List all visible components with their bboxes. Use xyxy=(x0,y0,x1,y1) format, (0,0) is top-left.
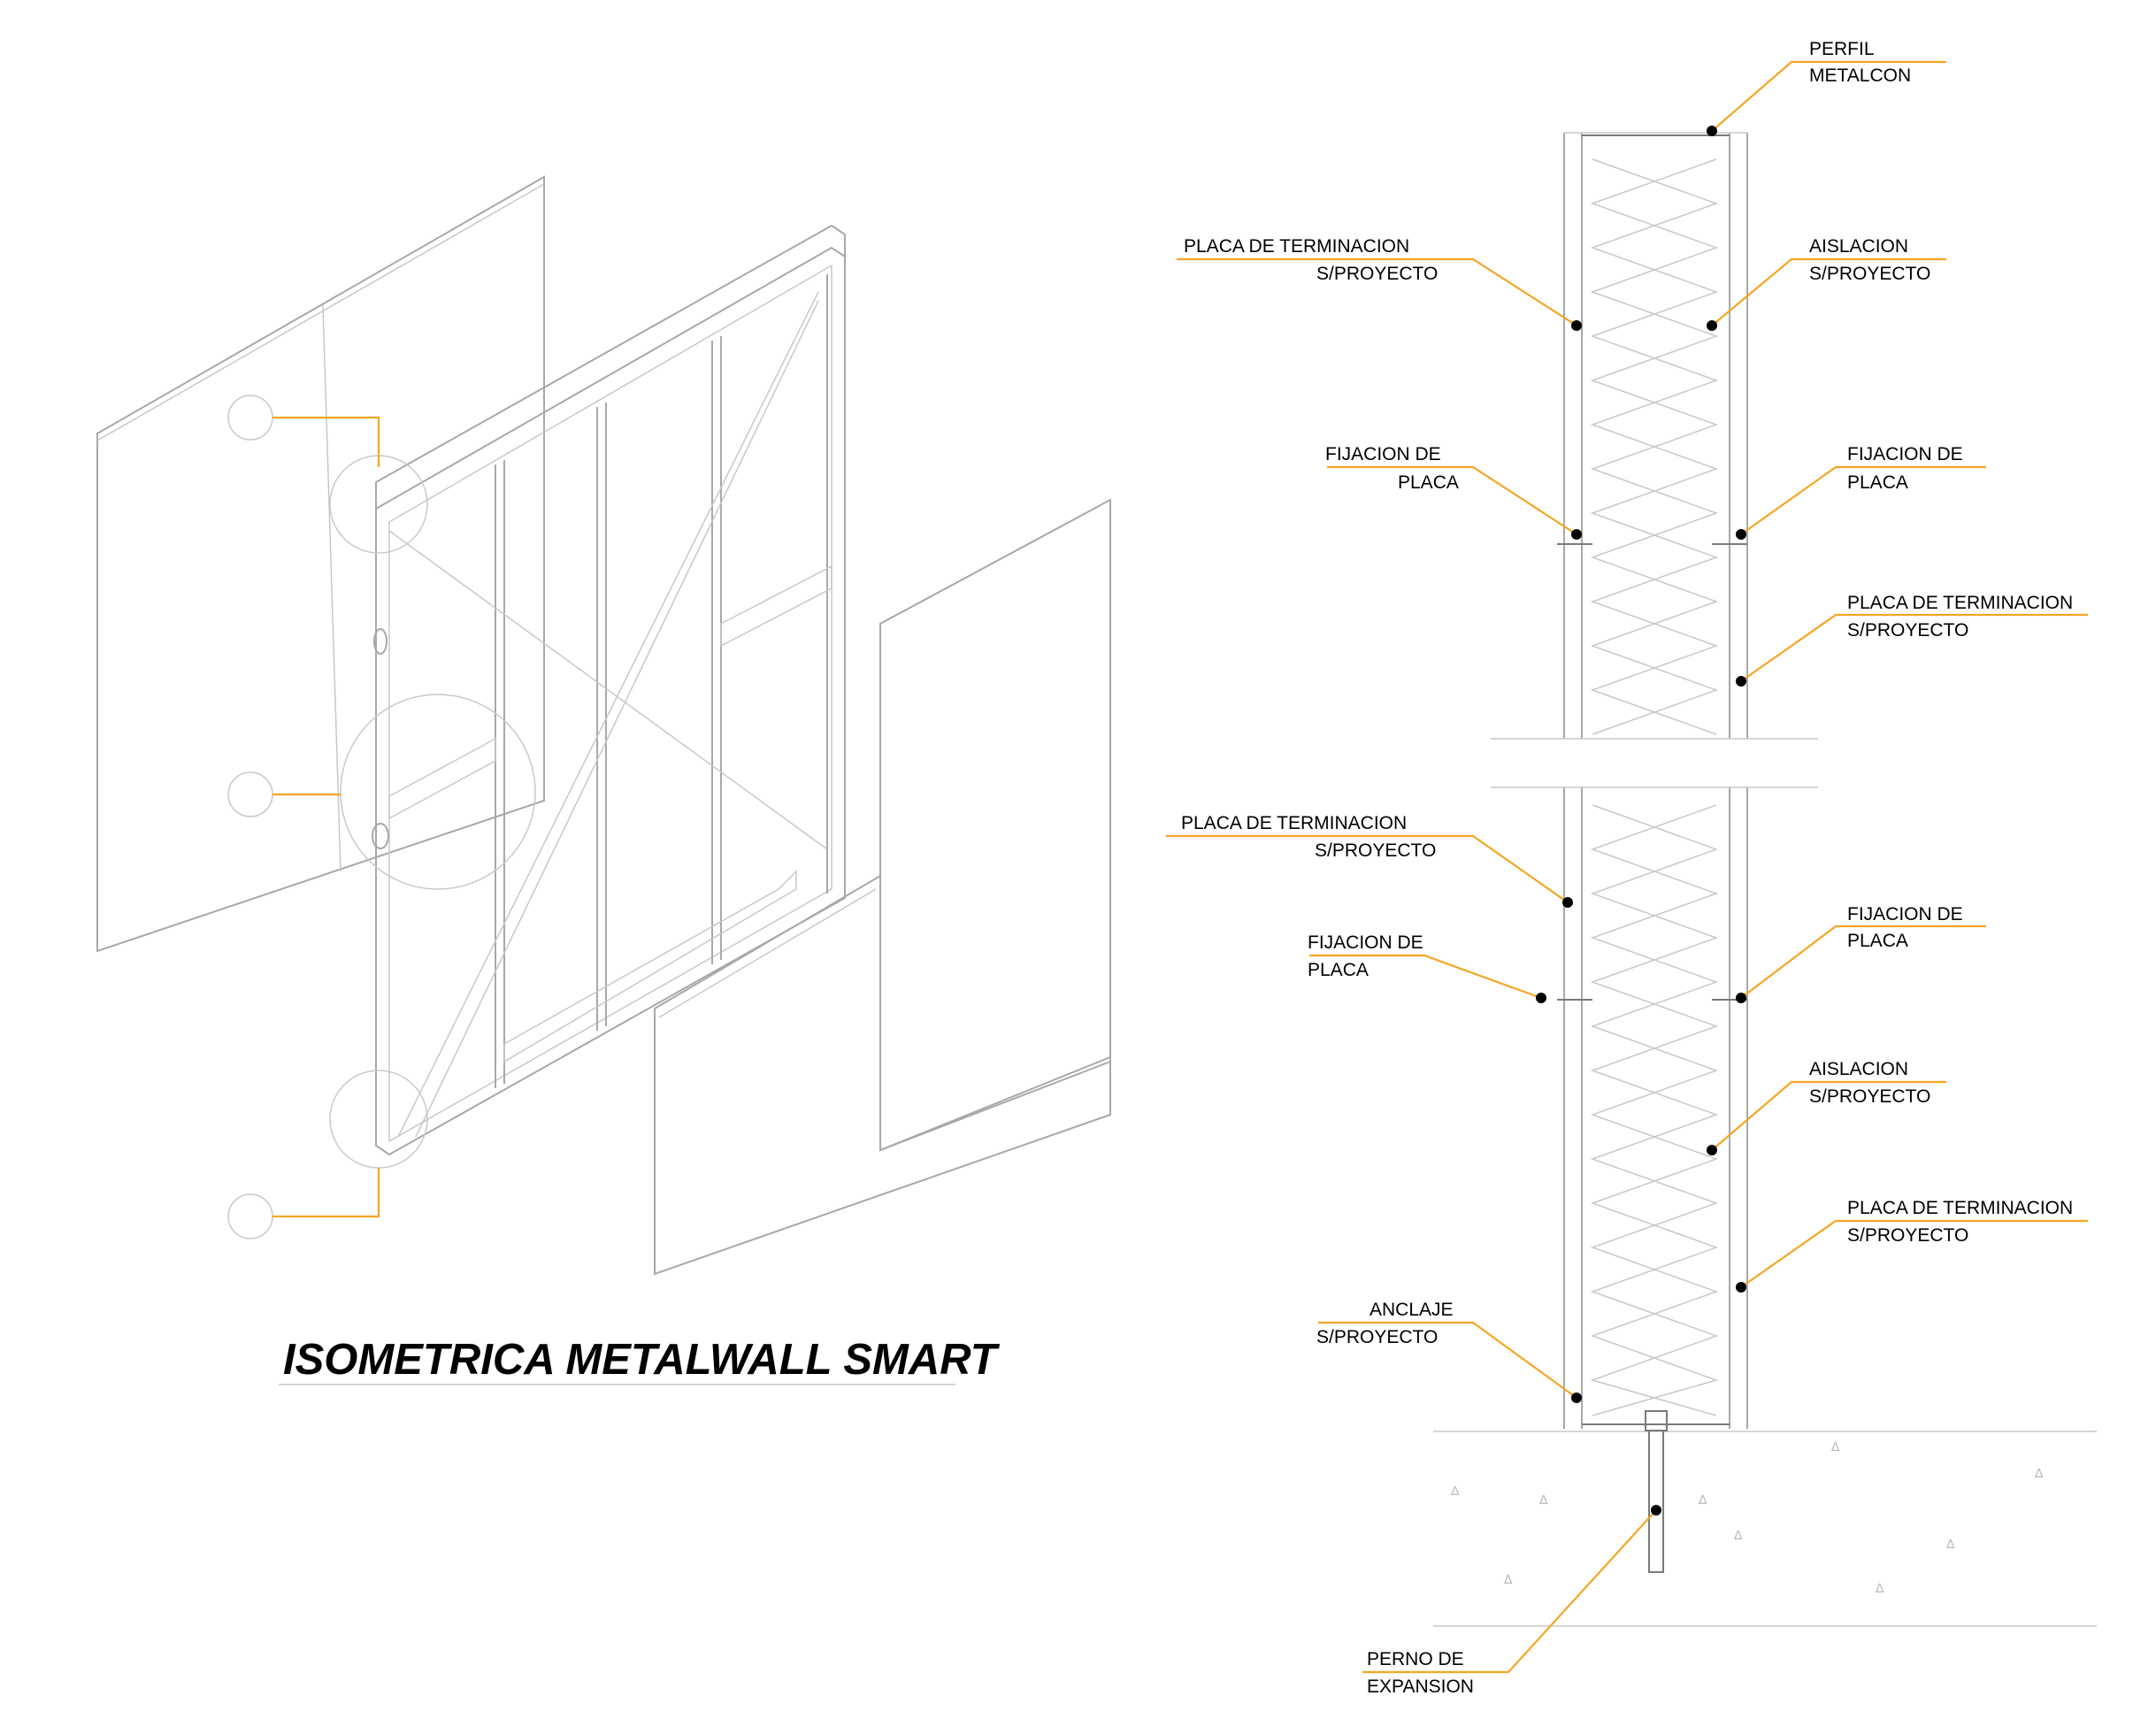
label-anclaje: ANCLAJE S/PROYECTO xyxy=(1316,1300,1454,1347)
detail-circle-middle xyxy=(340,694,536,890)
isometric-right-board-upper xyxy=(879,498,1111,1152)
isometric-view: ISOMETRICA METALWALL SMART xyxy=(96,175,1111,1385)
label-line-1: PLACA DE TERMINACION xyxy=(1181,813,1407,833)
wall-section: ∆ ∆ ∆ ∆ ∆ ∆ ∆ ∆ ∆ xyxy=(1433,132,2097,1627)
label-line-1: PLACA DE TERMINACION xyxy=(1184,236,1409,257)
label-line-2: S/PROYECTO xyxy=(1809,264,1930,284)
svg-text:∆: ∆ xyxy=(1698,1493,1707,1508)
label-line-1: FIJACION DE xyxy=(1325,444,1441,464)
isometric-left-board xyxy=(96,175,545,953)
label-placa-terminacion-1: PLACA DE TERMINACION S/PROYECTO xyxy=(1184,236,1438,284)
label-fijacion-2: FIJACION DE PLACA xyxy=(1847,444,1963,493)
svg-text:∆: ∆ xyxy=(1503,1573,1513,1587)
label-line-1: FIJACION DE xyxy=(1308,932,1423,953)
label-fijacion-1: FIJACION DE PLACA xyxy=(1325,444,1459,493)
svg-text:∆: ∆ xyxy=(1875,1582,1884,1596)
svg-text:∆: ∆ xyxy=(1830,1440,1840,1454)
svg-text:∆: ∆ xyxy=(1538,1493,1548,1508)
label-line-2: EXPANSION xyxy=(1367,1676,1474,1697)
label-aislacion-1: AISLACION S/PROYECTO xyxy=(1809,236,1930,284)
label-line-1: PERFIL xyxy=(1809,39,1875,59)
label-line-2: S/PROYECTO xyxy=(1809,1086,1930,1107)
expansion-bolt-head xyxy=(1645,1410,1668,1431)
callout-leader-bottom xyxy=(272,1168,380,1218)
label-placa-terminacion-3: PLACA DE TERMINACION S/PROYECTO xyxy=(1181,813,1436,861)
isometric-right-board-lower xyxy=(654,874,1111,1276)
expansion-bolt-shank xyxy=(1648,1430,1664,1573)
label-line-1: FIJACION DE xyxy=(1847,904,1963,925)
label-line-2: PLACA xyxy=(1398,472,1459,493)
detail-circle-top xyxy=(329,455,428,554)
label-perfil-metalcon: PERFIL METALCON xyxy=(1809,39,1911,86)
callout-leader-top xyxy=(272,416,380,467)
label-aislacion-2: AISLACION S/PROYECTO xyxy=(1809,1059,1930,1107)
drawing-title: ISOMETRICA METALWALL SMART xyxy=(283,1336,1001,1384)
callout-bubble-bottom xyxy=(227,1193,273,1239)
label-line-2: S/PROYECTO xyxy=(1847,620,1968,641)
label-line-2: S/PROYECTO xyxy=(1316,1327,1438,1347)
label-fijacion-3: FIJACION DE PLACA xyxy=(1308,932,1423,980)
section-dots xyxy=(1536,126,1746,1515)
section-leaders xyxy=(1166,60,2088,1674)
label-line-2: PLACA xyxy=(1308,960,1369,980)
label-line-2: S/PROYECTO xyxy=(1315,840,1436,861)
svg-text:∆: ∆ xyxy=(1450,1485,1460,1499)
label-line-1: AISLACION xyxy=(1809,1059,1908,1079)
svg-text:∆: ∆ xyxy=(1945,1538,1955,1552)
label-line-2: S/PROYECTO xyxy=(1847,1225,1968,1246)
label-line-1: PLACA DE TERMINACION xyxy=(1847,593,2073,613)
svg-text:∆: ∆ xyxy=(2034,1467,2044,1481)
callout-bubble-middle xyxy=(227,771,273,817)
svg-text:∆: ∆ xyxy=(1733,1529,1743,1543)
label-line-1: PLACA DE TERMINACION xyxy=(1847,1198,2073,1218)
label-line-2: PLACA xyxy=(1847,472,1908,493)
label-line-1: FIJACION DE xyxy=(1847,444,1963,464)
label-line-2: S/PROYECTO xyxy=(1316,264,1438,284)
label-line-1: ANCLAJE xyxy=(1370,1300,1454,1320)
isometric-metal-frame xyxy=(372,225,846,1156)
detail-circle-bottom xyxy=(329,1070,428,1169)
label-line-1: AISLACION xyxy=(1809,236,1908,257)
label-line-2: METALCON xyxy=(1809,65,1911,86)
label-placa-terminacion-2: PLACA DE TERMINACION S/PROYECTO xyxy=(1847,593,2073,641)
label-perno-expansion: PERNO DE EXPANSION xyxy=(1367,1649,1474,1697)
label-placa-terminacion-4: PLACA DE TERMINACION S/PROYECTO xyxy=(1847,1198,2073,1246)
callout-bubble-top xyxy=(227,395,273,441)
label-line-1: PERNO DE xyxy=(1367,1649,1464,1669)
label-line-2: PLACA xyxy=(1847,931,1908,951)
label-fijacion-4: FIJACION DE PLACA xyxy=(1847,904,1963,951)
